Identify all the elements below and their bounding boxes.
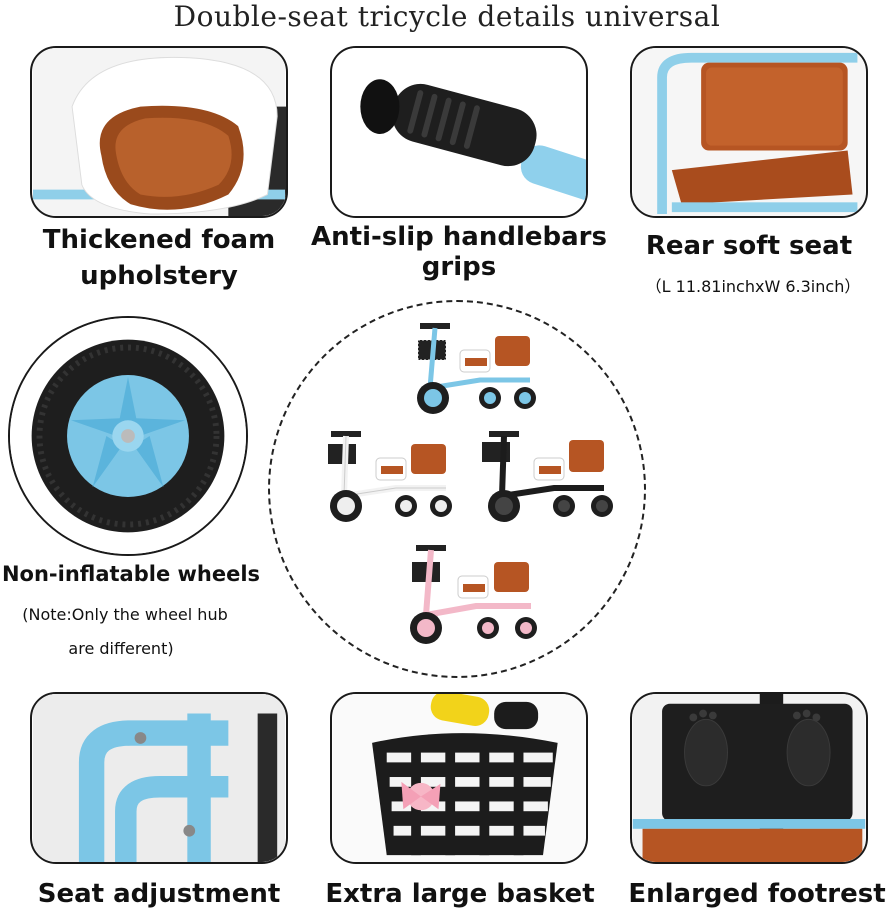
basket-caption: Extra large basket <box>325 879 595 909</box>
wheels-note-line-2: are different) <box>68 639 174 658</box>
page-title: Double-seat tricycle details universal <box>173 0 721 33</box>
rear-seat-image <box>630 46 868 218</box>
grips-caption: Anti-slip handlebars grips <box>311 222 607 282</box>
tricycle-white <box>328 431 452 522</box>
seat-adjustment-image <box>30 692 288 864</box>
foam-caption: Thickened foam upholstery <box>42 225 276 291</box>
seat-adjustment-caption: Seat adjustment <box>37 879 281 909</box>
rear-seat-caption: Rear soft seat <box>645 231 853 261</box>
rear-seat-size-note: （L 11.81inchxW 6.3inch） <box>645 277 861 296</box>
basket-image <box>330 692 588 864</box>
tricycle-blue <box>417 323 536 414</box>
footrest-image <box>630 692 868 864</box>
grips-image <box>330 46 588 218</box>
footrest-caption: Enlarged footrest <box>628 879 886 909</box>
foam-seat-image <box>30 46 288 218</box>
wheel-image <box>8 316 248 556</box>
tricycle-black <box>482 431 613 522</box>
wheels-note-line-1: (Note:Only the wheel hub <box>22 605 228 624</box>
tricycle-pink <box>410 545 537 644</box>
wheels-caption: Non-inflatable wheels <box>1 562 261 586</box>
